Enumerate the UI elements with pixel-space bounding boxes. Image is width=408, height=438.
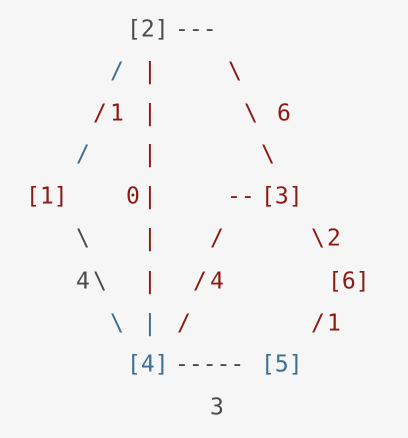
weight-1-4: 4 [76,268,90,295]
weight-2-3: 6 [277,100,291,127]
weight-6-5: 1 [327,310,341,337]
edge-1-4-backslash-b: \ [93,268,107,295]
weight-3-4: 4 [210,268,224,295]
node-3: [3] [261,183,303,210]
edge-3-left-dashes: -- [227,183,255,210]
edge-2-4-bar-f: | [143,268,157,295]
edge-2-3-backslash-a: \ [228,58,242,85]
weight-4-5: 3 [210,394,224,421]
edge-3-4-slash-b: / [193,268,207,295]
edge-3-6-backslash: \ [311,225,325,252]
edge-2-3-backslash-c: \ [261,141,275,168]
node-1: [1] [26,183,68,210]
node-4: [4] [127,351,169,378]
edge-3-4-slash-c: / [177,310,191,337]
edge-1-4-backslash-c: \ [110,310,124,337]
edge-2-4-bar-b: | [143,100,157,127]
edge-2-4-bar-d: | [143,183,157,210]
edge-2-right-dashes: --- [175,16,217,43]
edge-2-1-slash-a: / [110,58,124,85]
edge-2-1-slash-c: / [76,141,90,168]
edge-4-5-dashes: ----- [175,351,245,378]
node-6: [6] [328,268,370,295]
edge-2-4-bar-c: | [143,141,157,168]
weight-3-6: 2 [327,225,341,252]
edge-2-4-bar-g: | [143,310,157,337]
edge-2-1-slash-b: / [93,100,107,127]
weight-2-4: 0 [126,183,140,210]
weight-2-1: 1 [110,100,124,127]
edge-1-4-backslash-a: \ [76,225,90,252]
edge-2-4-bar-e: | [143,225,157,252]
edge-3-4-slash-a: / [210,225,224,252]
edge-2-4-bar-a: | [143,58,157,85]
edge-6-5-slash: / [311,310,325,337]
edge-2-3-backslash-b: \ [244,100,258,127]
node-2: [2] [127,16,169,43]
node-5: [5] [261,351,303,378]
